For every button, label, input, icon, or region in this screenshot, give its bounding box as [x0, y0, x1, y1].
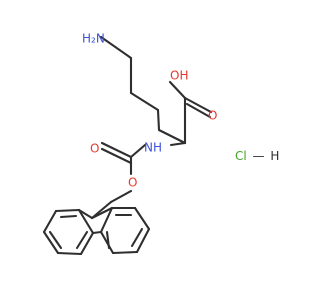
- bond-left-ring-double-2: [48, 230, 63, 250]
- bond-fluorene-bridge: [91, 230, 103, 235]
- bond-right-ring-left-down: [99, 230, 115, 255]
- bond-left-ring-top-left: [54, 208, 81, 213]
- structure-canvas: H₂N OH O NH O O Cl — H: [42, 31, 280, 256]
- bond-left-ring-left-down: [42, 230, 60, 255]
- atom-label-group: H₂N OH O NH O O Cl — H: [82, 32, 279, 190]
- bond-c2-c3: [129, 91, 160, 112]
- bond-right-ring-bottom: [111, 250, 139, 255]
- bond-right-ring-double-2: [130, 227, 144, 248]
- hydrogen-text: H: [270, 149, 279, 163]
- bond-left-ring-double-1: [59, 214, 78, 219]
- bond-group: [42, 35, 213, 256]
- acid-carbonyl-oxygen-label: O: [208, 109, 217, 123]
- bond-right-ring-right-down: [135, 227, 151, 254]
- bond-acid-carbonyl-b: [185, 102, 212, 119]
- amide-nh-label: NH: [144, 141, 162, 155]
- chlorine-text: Cl: [235, 149, 247, 163]
- bond-c3-c4: [156, 108, 161, 132]
- bond-right-ring-left-up: [99, 206, 114, 234]
- bond-left-ring-right-up: [77, 208, 95, 235]
- bond-right-ring-double-3: [105, 230, 111, 250]
- bond-ester-o-ch2: [109, 189, 133, 204]
- bond-alpha-nh: [169, 141, 187, 147]
- ester-oxygen-label: O: [128, 176, 137, 190]
- bond-nh-carbamate-carbon: [129, 143, 147, 159]
- bond-acid-carbon-oh: [168, 80, 187, 100]
- bond-acid-carbonyl-a: [183, 96, 213, 114]
- bond-c4-alpha: [157, 128, 187, 145]
- bond-fluorene-ch-left: [77, 208, 94, 220]
- bond-left-ring-right-down: [79, 231, 95, 256]
- amine-label: H₂N: [82, 32, 105, 46]
- molecule-structure-diagram: H₂N OH O NH O O Cl — H: [42, 32, 279, 256]
- bond-carbamate-carbonyl-a: [100, 141, 133, 159]
- bond-left-ring-left-up: [42, 209, 58, 234]
- hydrochloride-label: Cl — H: [235, 149, 279, 163]
- bond-left-ring-bottom: [56, 251, 83, 256]
- hydrochloride-bond-text: —: [253, 149, 265, 163]
- carbamate-carbonyl-oxygen-label: O: [90, 142, 99, 156]
- bond-carbamate-carbonyl-b: [100, 147, 133, 165]
- bond-amine-c1: [99, 35, 133, 60]
- bond-right-ring-right-up: [133, 206, 151, 231]
- acid-oh-label: OH: [170, 69, 188, 83]
- bond-fluorene-ch-right: [90, 206, 114, 220]
- bond-left-ring-double-3: [75, 230, 89, 250]
